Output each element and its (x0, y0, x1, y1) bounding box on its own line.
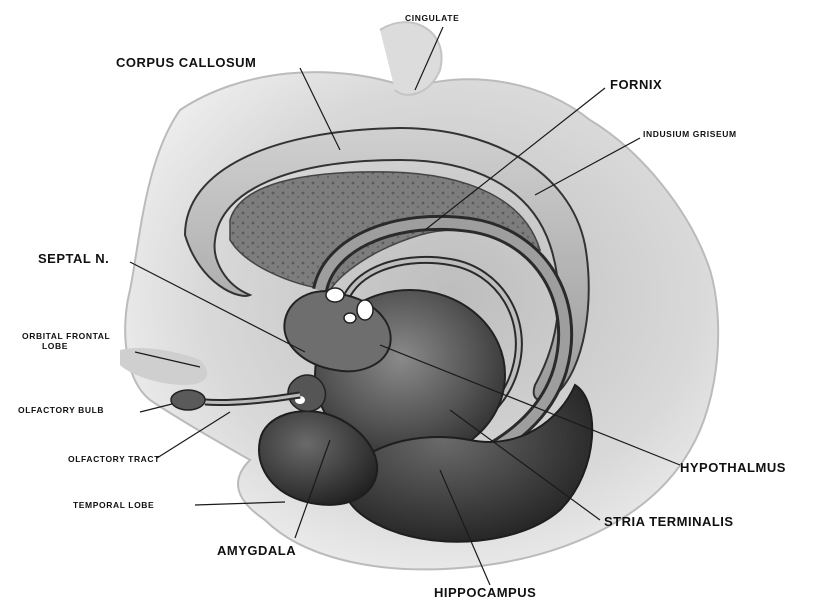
label-fornix: FORNIX (610, 77, 663, 92)
label-stria-terminalis: STRIA TERMINALIS (604, 514, 734, 529)
label-olfactory-bulb: OLFACTORY BULB (18, 405, 105, 415)
label-cingulate: CINGULATE (405, 13, 460, 23)
label-olfactory-tract: OLFACTORY TRACT (68, 454, 160, 464)
label-orbital-frontal-lobe: ORBITAL FRONTAL LOBE (22, 331, 111, 352)
label-hypothalmus: HYPOTHALMUS (680, 460, 786, 475)
septal-nucleus-shape (283, 287, 392, 373)
corpus-callosum-shape (183, 126, 590, 402)
label-temporal-lobe: TEMPORAL LOBE (73, 500, 155, 510)
label-hippocampus: HIPPOCAMPUS (434, 585, 537, 600)
label-indusium-griseum: INDUSIUM GRISEUM (643, 129, 737, 139)
label-orbital-frontal-line1: ORBITAL FRONTAL (22, 331, 111, 341)
label-septal-n: SEPTAL N. (38, 251, 110, 266)
label-amygdala: AMYGDALA (217, 543, 297, 558)
label-corpus-callosum: CORPUS CALLOSUM (116, 55, 257, 70)
hippocampus-shape (343, 383, 594, 543)
label-orbital-frontal-line2: LOBE (42, 340, 69, 351)
olfactory-structures (170, 389, 301, 411)
amygdala-shape (258, 374, 379, 506)
leader-lines (129, 26, 681, 586)
